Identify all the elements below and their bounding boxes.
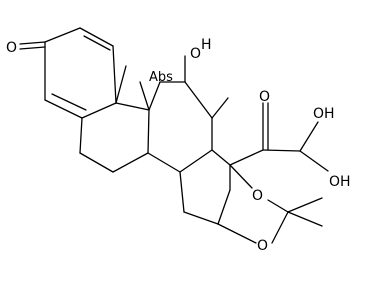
ketone-oxygen-label: O <box>6 40 17 56</box>
ketone-c3 <box>19 41 46 50</box>
ring-c <box>147 81 231 173</box>
substituent-bonds <box>115 55 229 119</box>
abs-stereo-tag: Abs <box>149 70 173 85</box>
side-chain-oxo-label: O <box>259 89 270 105</box>
hydroxyl-right-label: OH <box>329 174 351 190</box>
side-chain <box>262 102 329 172</box>
ring-d <box>179 149 323 244</box>
acetal-upper-oxygen-label: O <box>252 188 263 204</box>
ring-a <box>44 27 117 119</box>
acetal-lower-oxygen-label: O <box>257 238 268 254</box>
hydroxyl-11-oxygen-label: O <box>190 46 201 62</box>
hydroxyl-11-hydrogen-label: H <box>201 37 212 53</box>
hydroxyl-top-label: OH <box>313 106 335 122</box>
ring-b <box>79 102 150 173</box>
